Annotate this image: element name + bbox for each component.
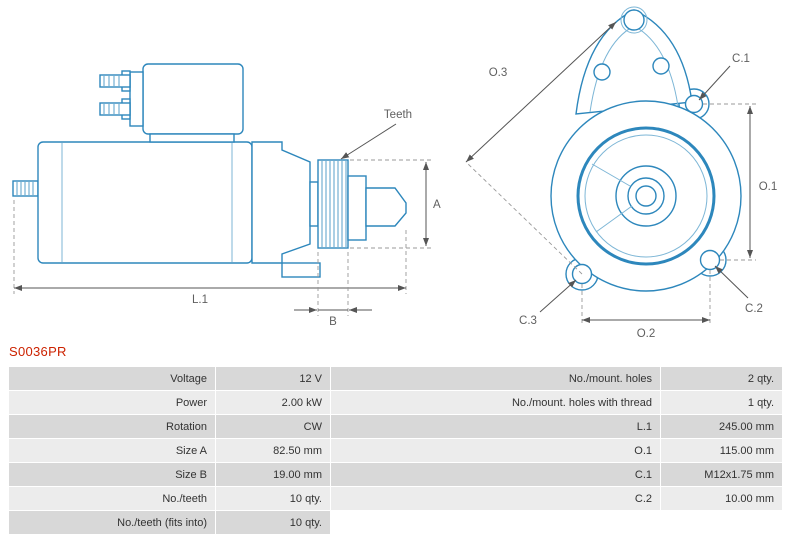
dimension-o1-label: O.1	[759, 181, 778, 193]
dimension-a-label: A	[433, 199, 441, 211]
dimension-l1-label: L.1	[192, 294, 208, 306]
spec-label: C.1	[330, 462, 661, 487]
spec-label: No./mount. holes with thread	[330, 390, 661, 415]
spec-cell-empty	[660, 510, 783, 535]
shaft-center-hole	[635, 185, 657, 207]
spec-row: Voltage 12 V No./mount. holes 2 qty.	[8, 366, 783, 391]
spec-row: Size A 82.50 mm O.1 115.00 mm	[8, 438, 783, 463]
spec-value: M12x1.75 mm	[660, 462, 783, 487]
dimension-c2-label: C.2	[745, 303, 763, 315]
dimension-c2: C.2	[714, 265, 763, 315]
dimension-c3-label: C.3	[519, 315, 537, 327]
top-hole	[623, 9, 645, 31]
bracket-hole-right	[652, 57, 670, 75]
side-view: A Teeth L.1	[12, 63, 441, 328]
spec-value: 82.50 mm	[215, 438, 331, 463]
spec-label: No./teeth (fits into)	[8, 510, 216, 535]
teeth-label: Teeth	[384, 109, 412, 121]
mount-hole-top-right	[684, 94, 704, 114]
spec-cell-empty	[330, 510, 661, 535]
spec-value: 10 qty.	[215, 510, 331, 535]
spec-label: No./teeth	[8, 486, 216, 511]
bracket-hole-left	[593, 63, 611, 81]
dimension-l1: L.1	[13, 200, 407, 306]
spec-label: C.2	[330, 486, 661, 511]
front-view: O.3 C.1 O.1 C.2	[465, 6, 778, 340]
spec-label: Rotation	[8, 414, 216, 439]
spec-label: Size B	[8, 462, 216, 487]
dimension-o2-label: O.2	[637, 328, 656, 340]
dimension-b-label: B	[329, 316, 337, 328]
spec-value: 2.00 kW	[215, 390, 331, 415]
spec-row: No./teeth 10 qty. C.2 10.00 mm	[8, 486, 783, 511]
spec-value: CW	[215, 414, 331, 439]
dimension-o3-label: O.3	[489, 67, 508, 79]
motor-body	[37, 141, 321, 278]
spec-value: 10 qty.	[215, 486, 331, 511]
spec-label: Size A	[8, 438, 216, 463]
spec-label: O.1	[330, 438, 661, 463]
dimension-o1: O.1	[703, 103, 778, 261]
spec-label: No./mount. holes	[330, 366, 661, 391]
dimension-b: B	[294, 252, 372, 328]
spec-value: 245.00 mm	[660, 414, 783, 439]
mounting-holes	[571, 94, 721, 285]
rear-stud	[12, 180, 39, 197]
spec-label: Voltage	[8, 366, 216, 391]
technical-diagram: A Teeth L.1	[12, 6, 778, 340]
starter-motor-drawing: A Teeth L.1	[12, 6, 778, 340]
spec-value: 115.00 mm	[660, 438, 783, 463]
spec-value: 19.00 mm	[215, 462, 331, 487]
spec-row: No./teeth (fits into) 10 qty.	[8, 510, 783, 535]
shaft-nose	[347, 175, 407, 241]
dimension-o3: O.3	[465, 21, 617, 275]
drive-end-housing	[251, 141, 319, 264]
pinion-gear	[317, 159, 349, 249]
spec-row: Power 2.00 kW No./mount. holes with thre…	[8, 390, 783, 415]
spec-label: L.1	[330, 414, 661, 439]
dimension-c3: C.3	[519, 279, 577, 327]
spec-row: Rotation CW L.1 245.00 mm	[8, 414, 783, 439]
spec-value: 10.00 mm	[660, 486, 783, 511]
spec-label: Power	[8, 390, 216, 415]
product-sheet: A Teeth L.1	[8, 6, 783, 535]
spec-value: 2 qty.	[660, 366, 783, 391]
dimension-c1: C.1	[698, 53, 750, 101]
solenoid	[99, 63, 244, 143]
dimension-c1-label: C.1	[732, 53, 750, 65]
mount-hole-bottom-right	[699, 249, 721, 271]
part-number: S0036PR	[9, 344, 67, 359]
spec-value: 1 qty.	[660, 390, 783, 415]
spec-table: Voltage 12 V No./mount. holes 2 qty. Pow…	[8, 366, 783, 535]
spec-row: Size B 19.00 mm C.1 M12x1.75 mm	[8, 462, 783, 487]
top-bracket	[575, 6, 693, 115]
spec-value: 12 V	[215, 366, 331, 391]
dimension-o2: O.2	[581, 270, 711, 340]
teeth-callout: Teeth	[340, 109, 412, 160]
dimension-a: A	[350, 159, 441, 249]
